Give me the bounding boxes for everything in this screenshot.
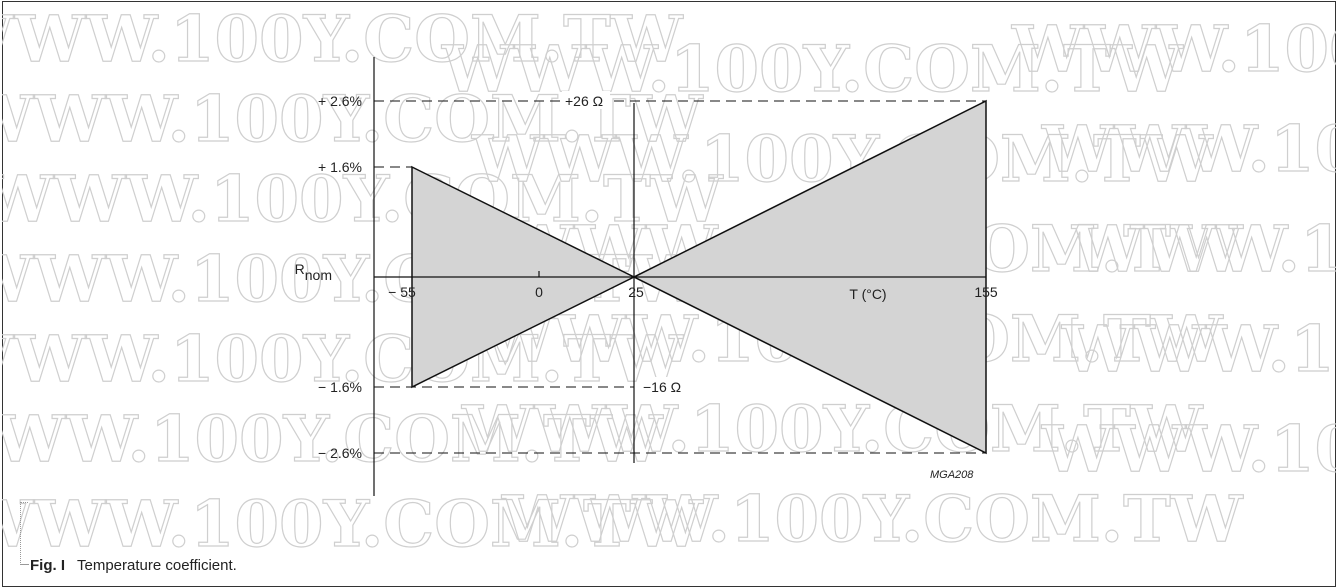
axes: [373, 57, 986, 496]
label-minus-16-ohm: −16 Ω: [643, 379, 681, 395]
label-rnom-main: R: [295, 261, 305, 277]
label-minus-2-6: − 2.6%: [318, 445, 362, 461]
watermark-text: WWW.100Y.COM.TW: [2, 402, 664, 477]
label-plus-1-6: + 1.6%: [318, 159, 362, 175]
reference-lines: [374, 100, 986, 454]
caption-text: Temperature coefficient.: [77, 557, 237, 574]
label-axis-title: T (°C): [849, 286, 886, 302]
figure-caption: Fig. I Temperature coefficient.: [30, 557, 237, 574]
watermark-text: WWW.100Y.COM.TW: [1041, 112, 1336, 187]
label-minus-16-bg: [639, 377, 683, 395]
watermark-text: WWW.100Y.COM.TW: [2, 322, 684, 397]
caption-bracket: [20, 502, 29, 565]
watermark-text: WWW.100Y.COM.TW: [2, 162, 724, 237]
watermark-text: WWW.100Y.COM.TW: [2, 2, 684, 77]
watermark-text: WWW.100Y.COM.TW: [1011, 12, 1336, 87]
diagram-code: MGA208: [930, 469, 974, 481]
label-155: 155: [974, 284, 998, 300]
label-plus-26-ohm: +26 Ω: [565, 93, 603, 109]
label-plus-2-6: + 2.6%: [318, 93, 362, 109]
label-minus-1-6: − 1.6%: [318, 379, 362, 395]
label-zero: 0: [535, 284, 543, 300]
figure-number: Fig. I: [30, 557, 65, 574]
label-rnom: Rnom: [295, 261, 332, 283]
watermark-text: WWW.100Y.COM.TW: [2, 487, 704, 562]
label-rnom-sub: nom: [305, 267, 332, 283]
watermark-text: WWW.100Y.COM.TW: [1041, 412, 1336, 487]
label-minus-55: − 55: [388, 284, 416, 300]
watermark-text: WWW.100Y.COM.TW: [1061, 312, 1336, 387]
watermark-text: WWW.100Y.COM.TW: [461, 392, 1204, 467]
label-plus-26-bg: [562, 91, 610, 109]
label-25: 25: [628, 284, 644, 300]
watermark-text: WWW.100Y.COM.TW: [1071, 212, 1336, 287]
watermark-text: WWW.100Y.COM.TW: [501, 482, 1244, 557]
